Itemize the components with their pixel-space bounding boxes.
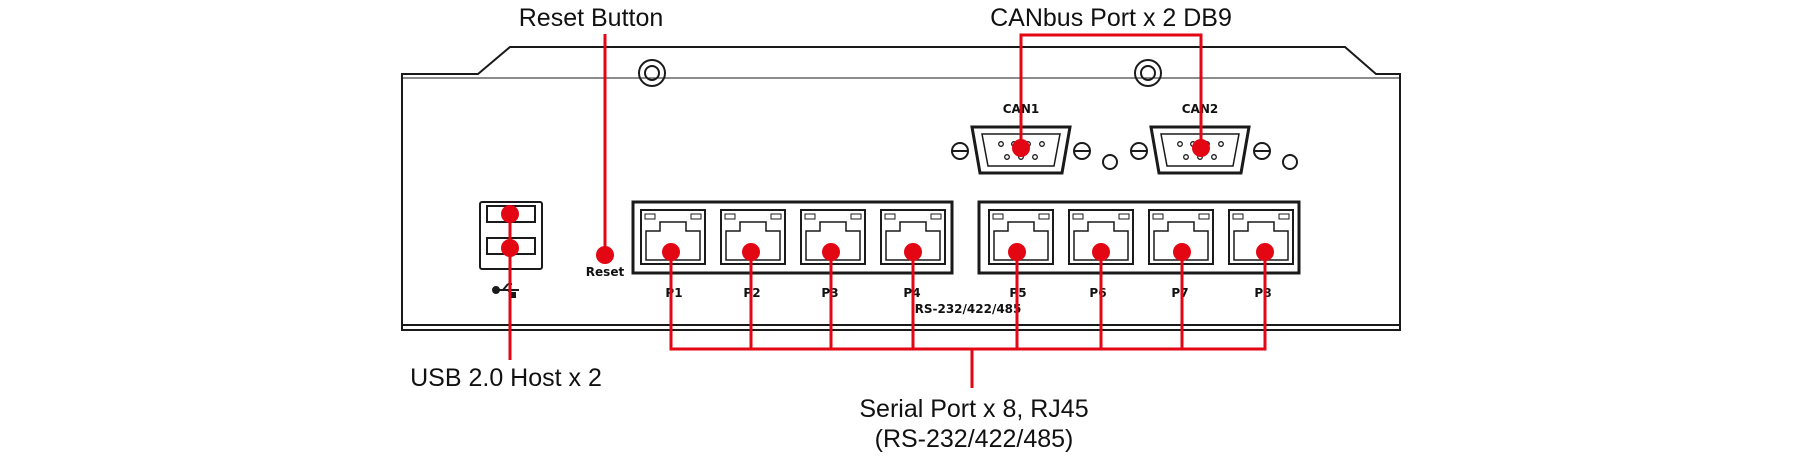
rj45-port-8[interactable] xyxy=(1228,209,1294,265)
rj45-block-right xyxy=(977,200,1301,275)
p6-dot xyxy=(1092,243,1110,261)
can2-screw-right xyxy=(1253,142,1271,160)
can1-port[interactable] xyxy=(951,125,1091,175)
port-label-p1: P1 xyxy=(665,286,682,300)
can1-screw-left xyxy=(951,142,969,160)
can1-dot xyxy=(1012,139,1030,157)
serial-bus-leader xyxy=(669,252,1267,388)
rj45-led-2-2 xyxy=(770,213,782,220)
usb-trident-icon xyxy=(492,283,519,298)
serial-callout-line2: (RS-232/422/485) xyxy=(875,425,1074,453)
can1-screw-right xyxy=(1073,142,1091,160)
rj45-led-7-1 xyxy=(1152,213,1164,220)
rj45-led-4-2 xyxy=(930,213,942,220)
rj45-led-6-2 xyxy=(1118,213,1130,220)
rj45-led-4-1 xyxy=(884,213,896,220)
callout-dots xyxy=(501,139,1274,264)
rj45-block-left xyxy=(631,200,954,275)
canbus-leader xyxy=(1019,33,1203,148)
leader-lines xyxy=(508,33,1267,388)
rj45-led-1-1 xyxy=(644,213,656,220)
can2-dot xyxy=(1192,139,1210,157)
port-label-p6: P6 xyxy=(1089,286,1106,300)
rj45-port-3[interactable] xyxy=(800,209,866,265)
p3-dot xyxy=(822,243,840,261)
p4-dot xyxy=(904,243,922,261)
p2-dot xyxy=(742,243,760,261)
chassis-outline xyxy=(401,46,1401,331)
rj45-led-3-1 xyxy=(804,213,816,220)
serial-callout-line1: Serial Port x 8, RJ45 xyxy=(859,395,1088,423)
rj45-led-6-1 xyxy=(1072,213,1084,220)
rj45-led-5-2 xyxy=(1038,213,1050,220)
p5-dot xyxy=(1008,243,1026,261)
p1-dot xyxy=(662,243,680,261)
rj45-led-2-1 xyxy=(724,213,736,220)
rj45-led-1-2 xyxy=(690,213,702,220)
rj45-led-8-1 xyxy=(1232,213,1244,220)
p7-dot xyxy=(1173,243,1191,261)
top-screw-left xyxy=(638,59,666,87)
led-hole-2 xyxy=(1282,154,1298,170)
top-screw-right xyxy=(1134,59,1162,87)
port-label-p7: P7 xyxy=(1171,286,1188,300)
canbus-callout: CANbus Port x 2 DB9 xyxy=(990,4,1232,32)
chassis xyxy=(401,46,1401,331)
reset-dot xyxy=(596,246,614,264)
port-label-p8: P8 xyxy=(1254,286,1271,300)
can2-screw-left xyxy=(1130,142,1148,160)
rj45-led-7-2 xyxy=(1198,213,1210,220)
can2-port[interactable] xyxy=(1130,125,1271,175)
rs-label: RS-232/422/485 xyxy=(915,302,1022,316)
rj45-led-5-1 xyxy=(992,213,1004,220)
rj45-led-3-2 xyxy=(850,213,862,220)
reset-button-callout: Reset Button xyxy=(519,4,664,32)
reset-label: Reset xyxy=(586,265,625,279)
usb-callout: USB 2.0 Host x 2 xyxy=(410,364,602,392)
rj45-port-1[interactable] xyxy=(640,209,706,265)
led-hole-1 xyxy=(1102,154,1118,170)
p8-dot xyxy=(1256,243,1274,261)
rj45-port-2[interactable] xyxy=(720,209,786,265)
rj45-port-5[interactable] xyxy=(988,209,1054,265)
usb-dot-1 xyxy=(501,205,519,223)
usb-dot-2 xyxy=(501,239,519,257)
rj45-led-8-2 xyxy=(1278,213,1290,220)
